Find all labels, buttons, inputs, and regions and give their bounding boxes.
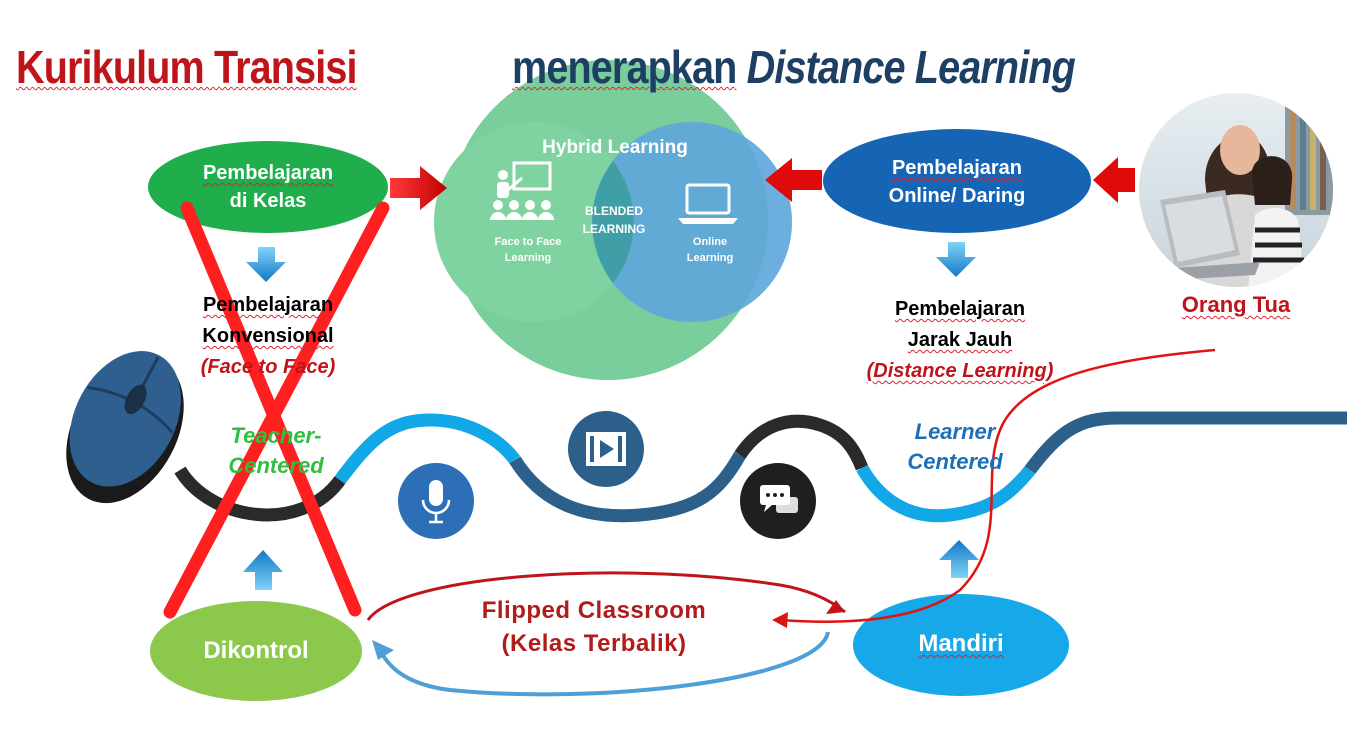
learner-line1: Learner [914,419,996,444]
venn-right-line1: Online [692,236,728,248]
kelas-line2: di Kelas [229,190,307,212]
sub-title: menerapkan Distance Learning [512,40,1076,94]
arrow-up-left [243,550,283,590]
computer-mouse-icon [66,351,184,504]
venn-left-line1: Face to Face [494,236,562,248]
venn-middle-line2: LEARNING [582,222,646,236]
main-title: Kurikulum Transisi [16,41,358,93]
jarak-line2: Jarak Jauh [907,329,1013,351]
flipped-line1: Flipped Classroom [481,597,707,624]
konv-line3: (Face to Face) [200,356,336,378]
flipped-classroom-label: Flipped Classroom (Kelas Terbalik) [482,594,707,660]
venn-left-line2: Learning [504,252,552,264]
orang-tua-label: Orang Tua [1182,292,1290,318]
venn-left-label: Face to Face Learning [495,234,562,266]
teacher-line2: Centered [228,453,324,478]
online-label: Pembelajaran Online/ Daring [889,154,1026,210]
venn-right-label: Online Learning [687,234,733,266]
konv-line2: Konvensional [202,325,334,347]
teacher-line1: Teacher- [230,423,322,448]
venn-right-line2: Learning [686,252,734,264]
venn-left-circle [434,122,634,322]
parent-child-photo [1139,93,1333,287]
teacher-centered-label: Teacher- Centered [228,421,323,481]
venn-middle-label: BLENDED LEARNING [583,202,646,238]
dikontrol-label: Dikontrol [203,637,309,664]
learner-centered-label: Learner Centered [907,417,1002,477]
loop-arrow-bottom [378,631,830,697]
mandiri-text: Mandiri [918,630,1004,657]
arrow-parent-to-online [1093,157,1135,203]
online-ellipse [823,129,1091,233]
sub-title-plain: menerapkan [512,41,737,93]
laptop-icon [678,183,738,224]
venn-overlap [592,161,634,283]
venn-title: Hybrid Learning [542,137,688,158]
video-icon [568,411,644,487]
konv-line1: Pembelajaran [202,294,334,316]
orang-tua-text: Orang Tua [1181,292,1291,317]
arrow-online-to-venn [765,158,822,202]
sub-title-italic: Distance Learning [746,41,1076,93]
flipped-line2: (Kelas Terbalik) [501,630,687,657]
dikontrol-ellipse [150,601,362,701]
cross-mark [163,201,390,619]
learning-path-cable [174,411,1347,523]
parent-curve-arrow [779,348,1216,623]
mandiri-label: Mandiri [918,630,1003,658]
mandiri-ellipse [853,594,1069,696]
konvensional-label: Pembelajaran Konvensional (Face to Face) [201,290,335,383]
kelas-label: Pembelajaran di Kelas [203,159,333,215]
arrow-down-right [936,242,976,277]
learner-line2: Centered [907,449,1003,474]
jarak-line1: Pembelajaran [894,298,1026,320]
online-line1: Pembelajaran [891,157,1023,179]
jarak-line3: (Distance Learning) [866,360,1054,382]
arrow-down-left [246,247,286,282]
online-line2: Online/ Daring [888,185,1026,207]
microphone-icon [398,463,474,539]
arrow-kelas-to-venn [390,166,447,210]
kelas-line1: Pembelajaran [202,162,334,184]
loop-arrow-top [366,571,846,621]
venn-middle-line1: BLENDED [584,204,644,218]
jarak-jauh-label: Pembelajaran Jarak Jauh (Distance Learni… [867,294,1054,387]
arrow-up-right [939,540,979,578]
kelas-ellipse [148,141,388,233]
teacher-class-icon [490,161,554,220]
chat-icon [740,463,816,539]
